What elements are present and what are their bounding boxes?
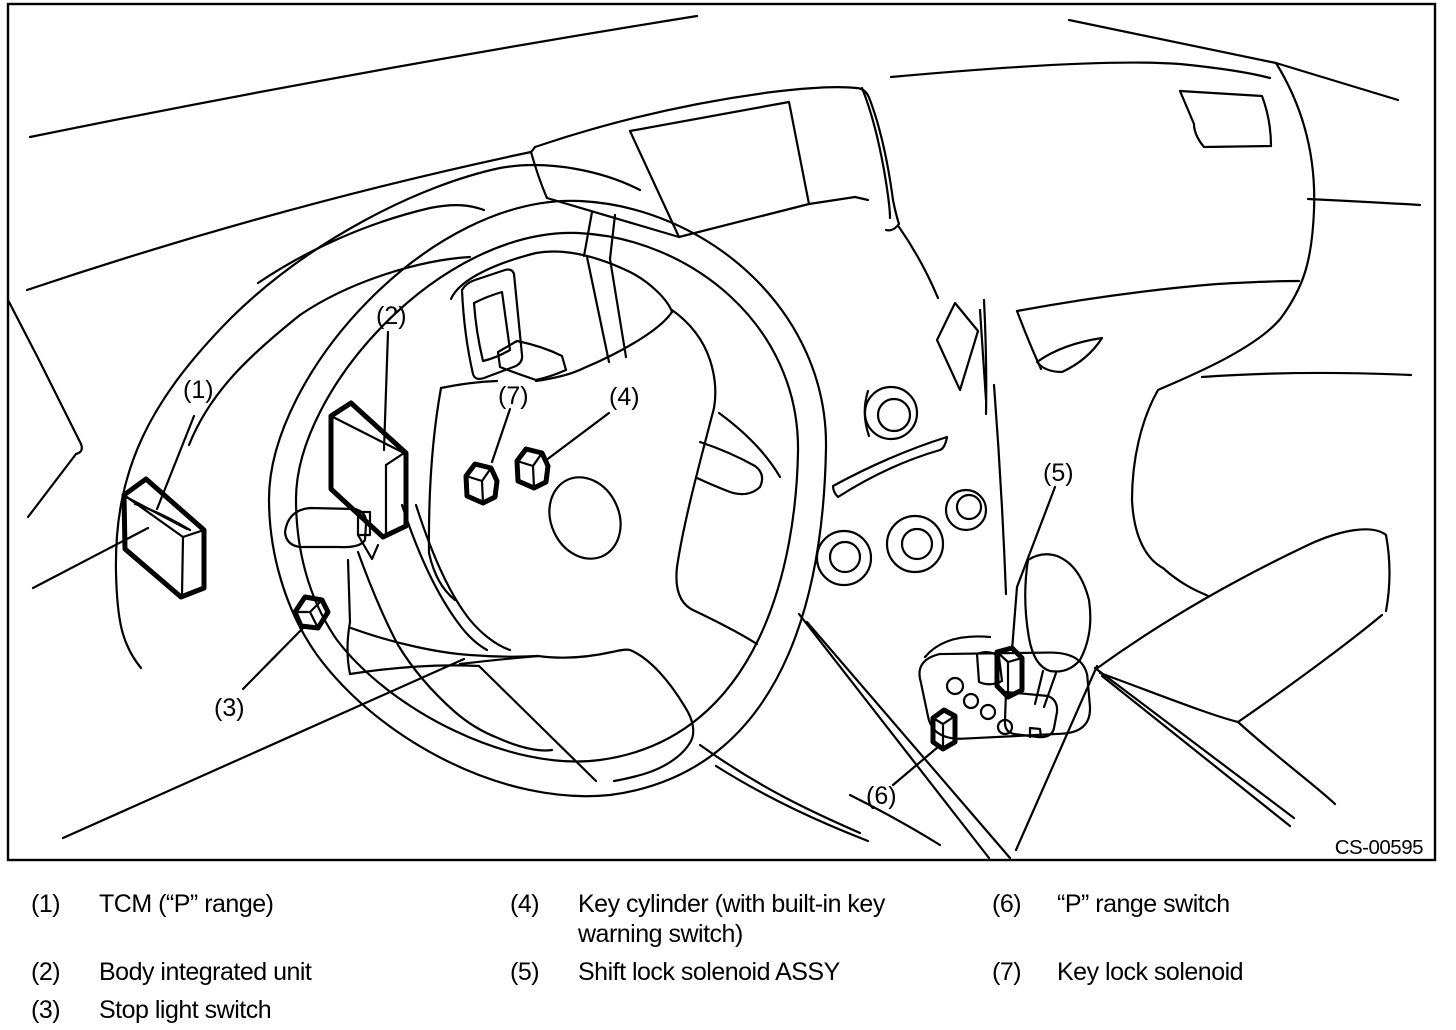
svg-text:CS-00595: CS-00595 [1335, 836, 1423, 859]
svg-text:(3): (3) [31, 996, 60, 1024]
svg-text:(5): (5) [1043, 459, 1074, 487]
svg-text:(6): (6) [866, 782, 897, 810]
svg-text:(3): (3) [214, 694, 245, 722]
svg-text:(6): (6) [992, 890, 1021, 918]
svg-text:(7): (7) [992, 958, 1021, 986]
svg-text:Shift lock solenoid ASSY: Shift lock solenoid ASSY [578, 958, 841, 986]
svg-text:(4): (4) [609, 383, 640, 411]
svg-text:warning switch): warning switch) [577, 920, 743, 948]
svg-text:(2): (2) [376, 302, 407, 330]
svg-text:(5): (5) [510, 958, 539, 986]
svg-text:Body integrated unit: Body integrated unit [99, 958, 312, 986]
svg-text:“P” range switch: “P” range switch [1057, 890, 1230, 918]
svg-text:(1): (1) [31, 890, 60, 918]
svg-text:(7): (7) [498, 382, 529, 410]
svg-text:Key cylinder (with built-in ke: Key cylinder (with built-in key [578, 890, 886, 918]
svg-text:(1): (1) [183, 376, 214, 404]
svg-text:TCM (“P” range): TCM (“P” range) [99, 890, 273, 918]
svg-text:(2): (2) [31, 958, 60, 986]
svg-text:Key lock solenoid: Key lock solenoid [1057, 958, 1243, 986]
svg-text:(4): (4) [510, 890, 539, 918]
svg-text:Stop light switch: Stop light switch [99, 996, 271, 1024]
